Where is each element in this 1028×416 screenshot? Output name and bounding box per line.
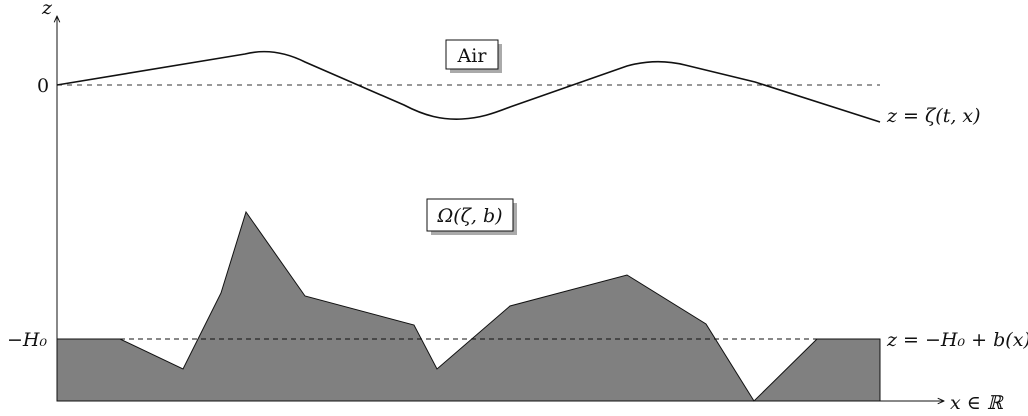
free-surface-curve — [56, 50, 881, 123]
bottom-equation-label: z = −H₀ + b(x) — [886, 329, 1028, 351]
surface-equation-label: z = ζ(t, x) — [886, 105, 981, 127]
bottom-region — [56, 210, 881, 402]
x-axis-label: x ∈ ℝ — [950, 392, 1004, 414]
zero-tick-label: 0 — [37, 75, 49, 97]
air-box — [445, 39, 499, 70]
air-label: Air — [457, 45, 488, 67]
depth-tick-label: −H₀ — [7, 329, 47, 351]
z-axis-label: z — [41, 0, 53, 19]
domain-label: Ω(ζ, b) — [436, 205, 502, 227]
domain-box — [426, 198, 514, 232]
